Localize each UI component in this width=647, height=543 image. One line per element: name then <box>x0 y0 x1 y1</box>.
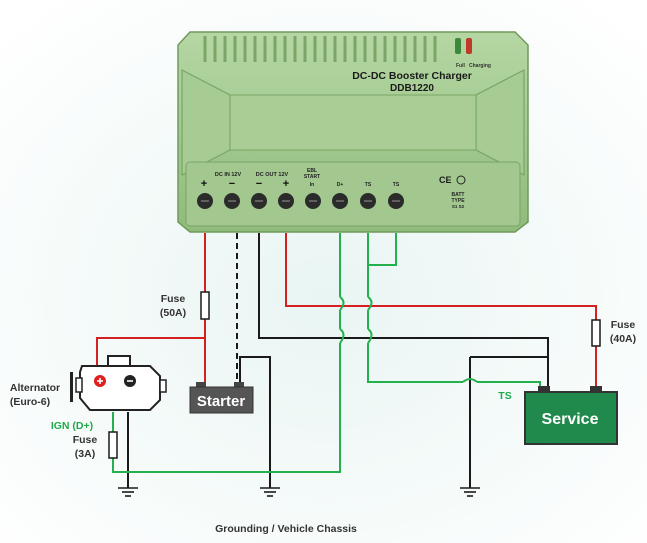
d-plus-label: D+ <box>337 182 344 188</box>
start-label: START <box>304 174 320 180</box>
wire-starter-ground <box>239 356 271 488</box>
batt-type-label: TYPE <box>451 198 465 204</box>
dc-in-label: DC IN 12V <box>215 172 242 178</box>
dc-out-minus-label: − <box>256 178 262 190</box>
fuse-40a-icon <box>591 319 601 347</box>
ts2-label: TS <box>393 182 400 188</box>
fuse-40a-value: (40A) <box>610 333 636 345</box>
ts1-label: TS <box>365 182 372 188</box>
wire-ts-hop1 <box>367 296 373 311</box>
wire-dcout-minus <box>258 233 549 388</box>
service-battery <box>524 386 618 445</box>
wire-dplus-hop1 <box>339 296 345 311</box>
wire-dplus-hop2 <box>339 328 345 344</box>
center-panel <box>229 94 477 151</box>
fuse-3a-icon <box>108 431 118 459</box>
ce-mark: CE <box>439 175 452 185</box>
alternator-label: Alternator <box>10 382 60 394</box>
service-label: Service <box>542 411 599 428</box>
starter-label: Starter <box>197 393 246 410</box>
led-charging-label: Charging <box>469 63 491 69</box>
ebl-label: EBL <box>307 168 317 174</box>
terminal-face <box>185 161 521 227</box>
terminal-screws <box>197 193 404 209</box>
starter-battery <box>189 382 254 414</box>
dc-in-plus-label: + <box>201 178 207 190</box>
fuse-3a-value: (3A) <box>75 448 95 460</box>
fuse-50a-value: (50A) <box>160 307 186 319</box>
charger-model: DDB1220 <box>390 83 434 94</box>
fuse-40a-name: Fuse <box>611 319 636 331</box>
ground-icon-alternator <box>118 487 138 497</box>
ground-caption: Grounding / Vehicle Chassis <box>215 523 357 535</box>
dc-dc-charger: Full Charging DC-DC Booster Charger DDB1… <box>177 31 529 233</box>
ign-label: IGN (D+) <box>51 420 93 432</box>
wire-ts2 <box>368 233 397 266</box>
ground-icon-starter <box>260 487 280 497</box>
alternator-icon <box>70 355 167 411</box>
service-box <box>524 391 618 445</box>
wire-ts-hop2 <box>367 328 373 344</box>
starter-box <box>189 386 254 414</box>
ts-label: TS <box>498 390 511 402</box>
dc-in-minus-label: − <box>229 178 235 190</box>
recycle-icon <box>456 175 466 185</box>
wire-alternator-plus <box>96 337 205 366</box>
full-led-icon <box>455 38 461 54</box>
cooling-fins <box>203 36 437 62</box>
ground-icon-service <box>460 487 480 497</box>
fuse-50a-name: Fuse <box>161 293 186 305</box>
alternator-sub-label: (Euro-6) <box>10 396 50 408</box>
in-label: In <box>310 182 314 188</box>
wire-ts-lower <box>367 343 463 383</box>
dc-out-plus-label: + <box>283 178 289 190</box>
dc-out-label: DC OUT 12V <box>256 172 289 178</box>
fuse-3a-name: Fuse <box>73 434 98 446</box>
batt-label: BATT <box>452 192 465 198</box>
wire-dplus-lower <box>112 343 341 473</box>
fuse-50a-icon <box>200 291 210 320</box>
wire-dcout-plus <box>285 233 597 320</box>
charger-title: DC-DC Booster Charger <box>352 70 472 82</box>
led-full-label: Full <box>456 63 465 69</box>
wire-ts-hop3 <box>462 378 478 383</box>
charging-led-icon <box>466 38 472 54</box>
batt-nums-label: S1 S2 <box>452 204 465 209</box>
